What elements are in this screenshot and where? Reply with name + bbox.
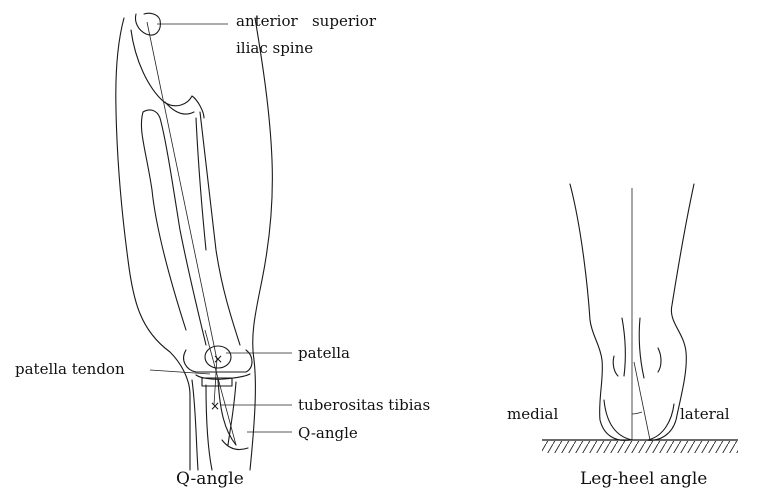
label-medial: medial <box>507 405 558 423</box>
tibia-axis-line <box>205 330 236 445</box>
label-lateral: lateral <box>680 405 730 423</box>
femoral-neck <box>165 102 194 114</box>
leg-outline-left <box>116 18 190 470</box>
q-angle-figure: × × anterior superior iliac spine patell… <box>15 12 430 489</box>
label-q-angle: Q-angle <box>298 424 358 442</box>
label-patella-tendon: patella tendon <box>15 360 125 378</box>
heel-outline <box>604 400 674 440</box>
iliac-crest <box>135 13 160 35</box>
tibia-right <box>228 382 236 445</box>
malleolus-left <box>613 356 618 376</box>
label-asis-line2: iliac spine <box>236 39 313 57</box>
label-asis-line1: anterior superior <box>236 12 377 30</box>
femur-shaft-outer <box>141 112 186 330</box>
caption-leg-heel: Leg-heel angle <box>580 469 707 489</box>
caption-q-angle: Q-angle <box>176 469 244 489</box>
heel-axis-line <box>634 362 650 440</box>
leg-heel-figure: medial lateral Leg-heel angle <box>507 184 738 489</box>
femur-shaft-inner <box>143 110 206 345</box>
ground-hatching <box>542 441 738 453</box>
calf-outline-left <box>570 184 630 440</box>
fibula <box>206 385 212 470</box>
femur-lateral <box>200 112 240 345</box>
femur-lateral-inner <box>196 118 206 250</box>
label-patella: patella <box>298 344 350 362</box>
asis-to-patella-line <box>147 22 217 360</box>
calf-outline-right <box>646 184 694 440</box>
tibia-left <box>192 380 198 470</box>
patella-marker: × <box>213 352 223 366</box>
malleolus-right <box>658 348 661 372</box>
achilles-left <box>622 318 625 376</box>
label-tuberositas: tuberositas tibias <box>298 396 430 414</box>
tuberosity-marker: × <box>210 399 220 413</box>
achilles-right <box>639 318 644 378</box>
leg-outline-right <box>250 18 272 470</box>
leg-heel-angle-arc <box>632 412 642 414</box>
